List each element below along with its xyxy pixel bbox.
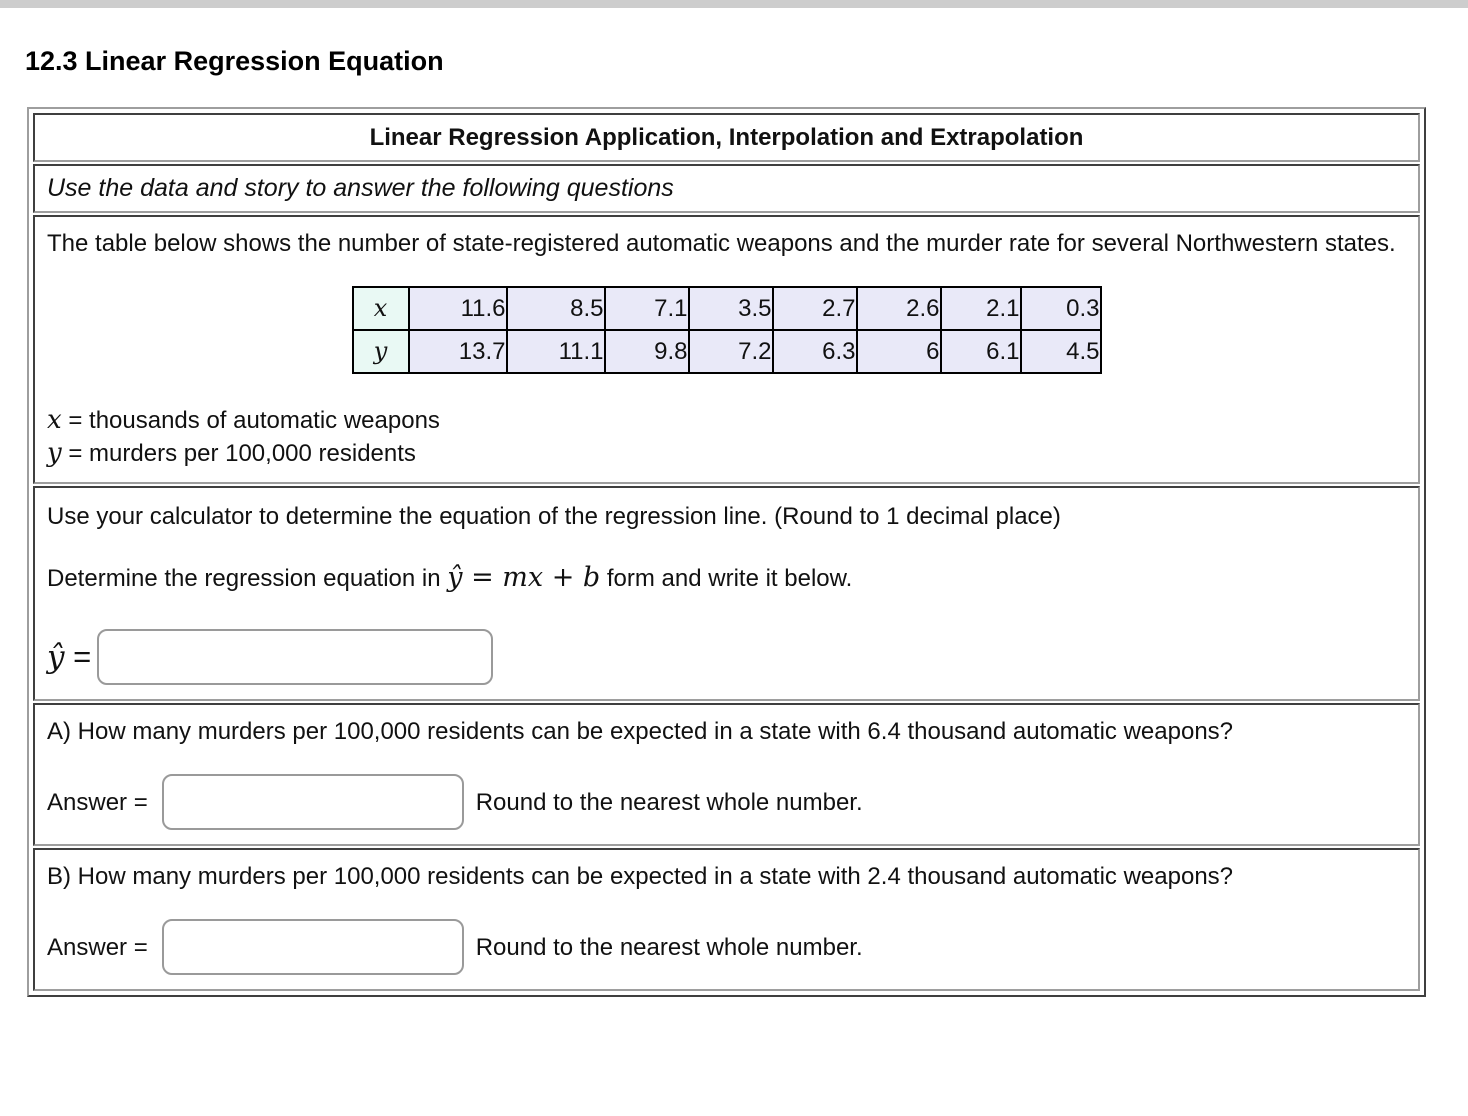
equals-sign: = [73, 639, 92, 674]
data-table-row-y: y 13.7 11.1 9.8 7.2 6.3 6 6.1 4.5 [351, 329, 1102, 374]
answer-a-note: Round to the nearest whole number. [475, 788, 863, 816]
story-text: The table below shows the number of stat… [47, 230, 1396, 257]
question-b-row: B) How many murders per 100,000 resident… [33, 848, 1420, 991]
question-a-text: A) How many murders per 100,000 resident… [47, 718, 1234, 745]
panel-instruction-row: Use the data and story to answer the fol… [33, 164, 1420, 213]
table-cell: 7.2 [687, 329, 774, 374]
regression-formula: ŷ = mx + b [447, 562, 601, 593]
table-cell: 6.3 [771, 329, 858, 374]
y-hat-symbol: ŷ [47, 639, 65, 675]
table-cell: 6.1 [939, 329, 1022, 374]
answer-a-label: Answer = [47, 788, 148, 816]
y-definition-text: = murders per 100,000 residents [68, 440, 416, 467]
story-row: The table below shows the number of stat… [33, 215, 1420, 484]
panel-title-row: Linear Regression Application, Interpola… [33, 113, 1420, 162]
equation-prompt-prefix: Determine the regression equation in [47, 565, 441, 592]
row-header-y: y [351, 329, 410, 374]
table-cell: 2.6 [855, 286, 942, 331]
panel-title: Linear Regression Application, Interpola… [369, 124, 1084, 151]
answer-b-input[interactable] [161, 919, 464, 975]
equation-prompt: Determine the regression equation in ŷ =… [47, 561, 1406, 595]
answer-b-note: Round to the nearest whole number. [475, 933, 863, 961]
row-header-x: x [351, 286, 410, 331]
page-title: 12.3 Linear Regression Equation [25, 46, 444, 76]
data-table-row-x: x 11.6 8.5 7.1 3.5 2.7 2.6 2.1 0.3 [351, 286, 1102, 331]
table-cell: 3.5 [687, 286, 774, 331]
table-cell: 11.1 [505, 329, 606, 374]
variable-definitions: x = thousands of automatic weapons y = m… [47, 404, 1406, 470]
x-definition-text: = thousands of automatic weapons [68, 407, 440, 434]
table-cell: 7.1 [603, 286, 690, 331]
equation-input-line: ŷ = [47, 629, 1406, 685]
table-cell: 9.8 [603, 329, 690, 374]
table-cell: 13.7 [407, 329, 508, 374]
table-cell: 8.5 [505, 286, 606, 331]
question-b-text: B) How many murders per 100,000 resident… [47, 863, 1234, 890]
question-a-row: A) How many murders per 100,000 resident… [33, 703, 1420, 846]
table-cell: 4.5 [1019, 329, 1102, 374]
equation-input-label: ŷ = [47, 640, 91, 674]
calculator-instruction: Use your calculator to determine the equ… [47, 503, 1061, 530]
page-top-strip [0, 0, 1468, 8]
definition-x: x = thousands of automatic weapons [47, 404, 1406, 437]
question-b-answer-line: Answer = Round to the nearest whole numb… [47, 919, 1406, 975]
table-cell: 0.3 [1019, 286, 1102, 331]
x-symbol: x [47, 405, 62, 435]
equation-prompt-suffix: form and write it below. [606, 565, 853, 592]
table-cell: 11.6 [407, 286, 508, 331]
panel-instruction: Use the data and story to answer the fol… [47, 174, 674, 202]
regression-row: Use your calculator to determine the equ… [33, 486, 1420, 701]
table-cell: 2.1 [939, 286, 1022, 331]
table-cell: 6 [855, 329, 942, 374]
answer-a-input[interactable] [161, 774, 464, 830]
y-symbol: y [47, 438, 62, 468]
data-table: x 11.6 8.5 7.1 3.5 2.7 2.6 2.1 0.3 y 13.… [351, 286, 1102, 374]
worksheet-panel: Linear Regression Application, Interpola… [27, 107, 1426, 997]
definition-y: y = murders per 100,000 residents [47, 437, 1406, 470]
answer-b-label: Answer = [47, 933, 148, 961]
question-a-answer-line: Answer = Round to the nearest whole numb… [47, 774, 1406, 830]
equation-input[interactable] [97, 629, 494, 685]
table-cell: 2.7 [771, 286, 858, 331]
